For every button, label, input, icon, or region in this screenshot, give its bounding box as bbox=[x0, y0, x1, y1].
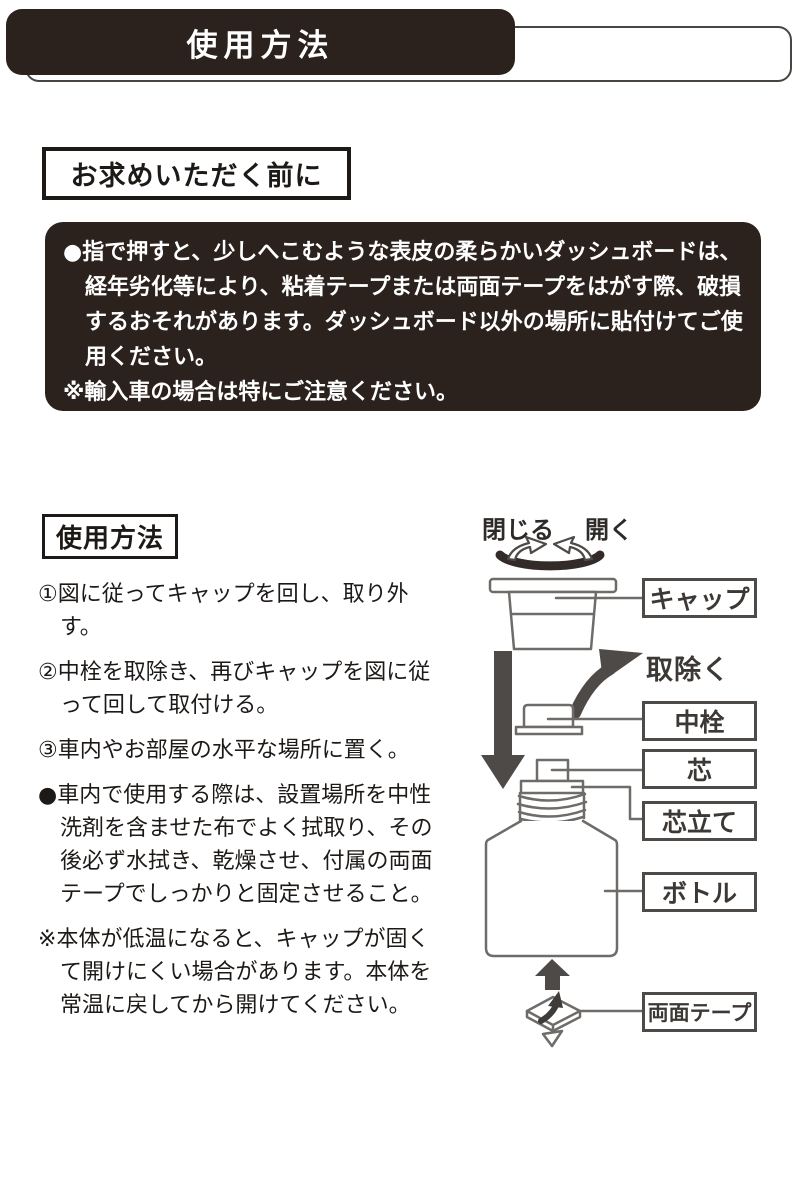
wick-stand-connector-line bbox=[570, 785, 644, 821]
usage-steps-list: ①図に従ってキャップを回し、取り外す。 ②中栓を取除き、再びキャップを図に従って… bbox=[38, 578, 450, 1034]
down-arrow-icon bbox=[481, 651, 525, 789]
up-arrow-icon bbox=[535, 959, 570, 990]
usage-note-car: ●車内で使用する際は、設置場所を中性洗剤を含ませた布でよく拭取り、その後必ず水拭… bbox=[38, 779, 450, 911]
before-purchase-heading: お求めいただく前に bbox=[42, 147, 351, 200]
part-label-inner-plug: 中栓 bbox=[642, 701, 757, 741]
step-1-marker: ① bbox=[38, 582, 58, 607]
warning-note-paragraph: ※輸入車の場合は特にご注意ください。 bbox=[63, 375, 743, 410]
cold-note-marker: ※ bbox=[38, 927, 57, 952]
wick-stand-label-text: 芯立て bbox=[661, 808, 737, 837]
step-1-text: 図に従ってキャップを回し、取り外す。 bbox=[57, 582, 409, 640]
bottle-thread-lines bbox=[516, 792, 588, 824]
inner-plug-label-text: 中栓 bbox=[674, 708, 725, 737]
step-3-marker: ③ bbox=[38, 738, 58, 763]
tape-side-shape bbox=[525, 1009, 582, 1033]
rotate-close-arrow-icon bbox=[506, 535, 548, 562]
usage-note-cold: ※本体が低温になると、キャップが固くて開けにくい場合があります。本体を常温に戻し… bbox=[38, 923, 450, 1022]
warning-note-text: 輸入車の場合は特にご注意ください。 bbox=[84, 380, 458, 405]
bottle-shape bbox=[484, 819, 619, 958]
rotate-close-label: 閉じる bbox=[482, 516, 554, 544]
before-purchase-heading-label: お求めいただく前に bbox=[70, 161, 323, 192]
inner-plug-shape bbox=[522, 703, 575, 729]
car-note-marker: ● bbox=[38, 783, 58, 808]
wick-label-text: 芯 bbox=[686, 756, 712, 785]
usage-step-1: ①図に従ってキャップを回し、取り外す。 bbox=[38, 578, 450, 644]
cap-body-shape bbox=[507, 590, 598, 651]
bottle-label-text: ボトル bbox=[661, 879, 737, 908]
remove-arrow-head bbox=[599, 649, 643, 681]
part-label-wick-stand: 芯立て bbox=[642, 801, 757, 841]
part-label-bottle: ボトル bbox=[642, 872, 757, 912]
note-marker: ※ bbox=[63, 380, 85, 405]
warning-box: ●指で押すと、少しへこむような表皮の柔らかいダッシュボードは、経年劣化等により、… bbox=[45, 222, 761, 411]
cap-label-text: キャップ bbox=[649, 585, 750, 614]
tape-peel-arrow-head bbox=[548, 991, 563, 1008]
bullet-marker: ● bbox=[63, 240, 83, 265]
page-title: 使用方法 bbox=[186, 27, 335, 64]
usage-heading-label: 使用方法 bbox=[55, 524, 164, 554]
part-label-cap: キャップ bbox=[642, 578, 757, 618]
car-note-text: 車内で使用する際は、設置場所を中性洗剤を含ませた布でよく拭取り、その後必ず水拭き… bbox=[57, 783, 433, 907]
cap-flange-shape bbox=[488, 577, 618, 594]
usage-step-2: ②中栓を取除き、再びキャップを図に従って回して取付ける。 bbox=[38, 656, 450, 722]
warning-bullet-text: 指で押すと、少しへこむような表皮の柔らかいダッシュボードは、経年劣化等により、粘… bbox=[82, 240, 743, 370]
cold-note-text: 本体が低温になると、キャップが固くて開けにくい場合があります。本体を常温に戻して… bbox=[56, 927, 432, 1018]
warning-bullet-paragraph: ●指で押すと、少しへこむような表皮の柔らかいダッシュボードは、経年劣化等により、… bbox=[63, 235, 743, 375]
step-2-marker: ② bbox=[38, 660, 58, 685]
usage-heading: 使用方法 bbox=[42, 514, 178, 559]
tape-label-text: 両面テープ bbox=[647, 1001, 752, 1025]
inner-plug-base-shape bbox=[514, 725, 584, 736]
part-label-tape: 両面テープ bbox=[642, 992, 757, 1032]
tape-peel-corner-shape bbox=[541, 1029, 564, 1048]
rotate-open-label: 開く bbox=[585, 516, 633, 544]
rotate-open-arrow-icon bbox=[552, 535, 594, 562]
usage-step-3: ③車内やお部屋の水平な場所に置く。 bbox=[38, 734, 450, 767]
bottle-diagram bbox=[481, 535, 644, 1048]
step-3-text: 車内やお部屋の水平な場所に置く。 bbox=[57, 738, 410, 763]
step-2-text: 中栓を取除き、再びキャップを図に従って回して取付ける。 bbox=[57, 660, 431, 718]
part-label-wick: 芯 bbox=[642, 749, 757, 789]
page-title-bar: 使用方法 bbox=[6, 9, 515, 75]
remove-label: 取除く bbox=[646, 655, 730, 686]
